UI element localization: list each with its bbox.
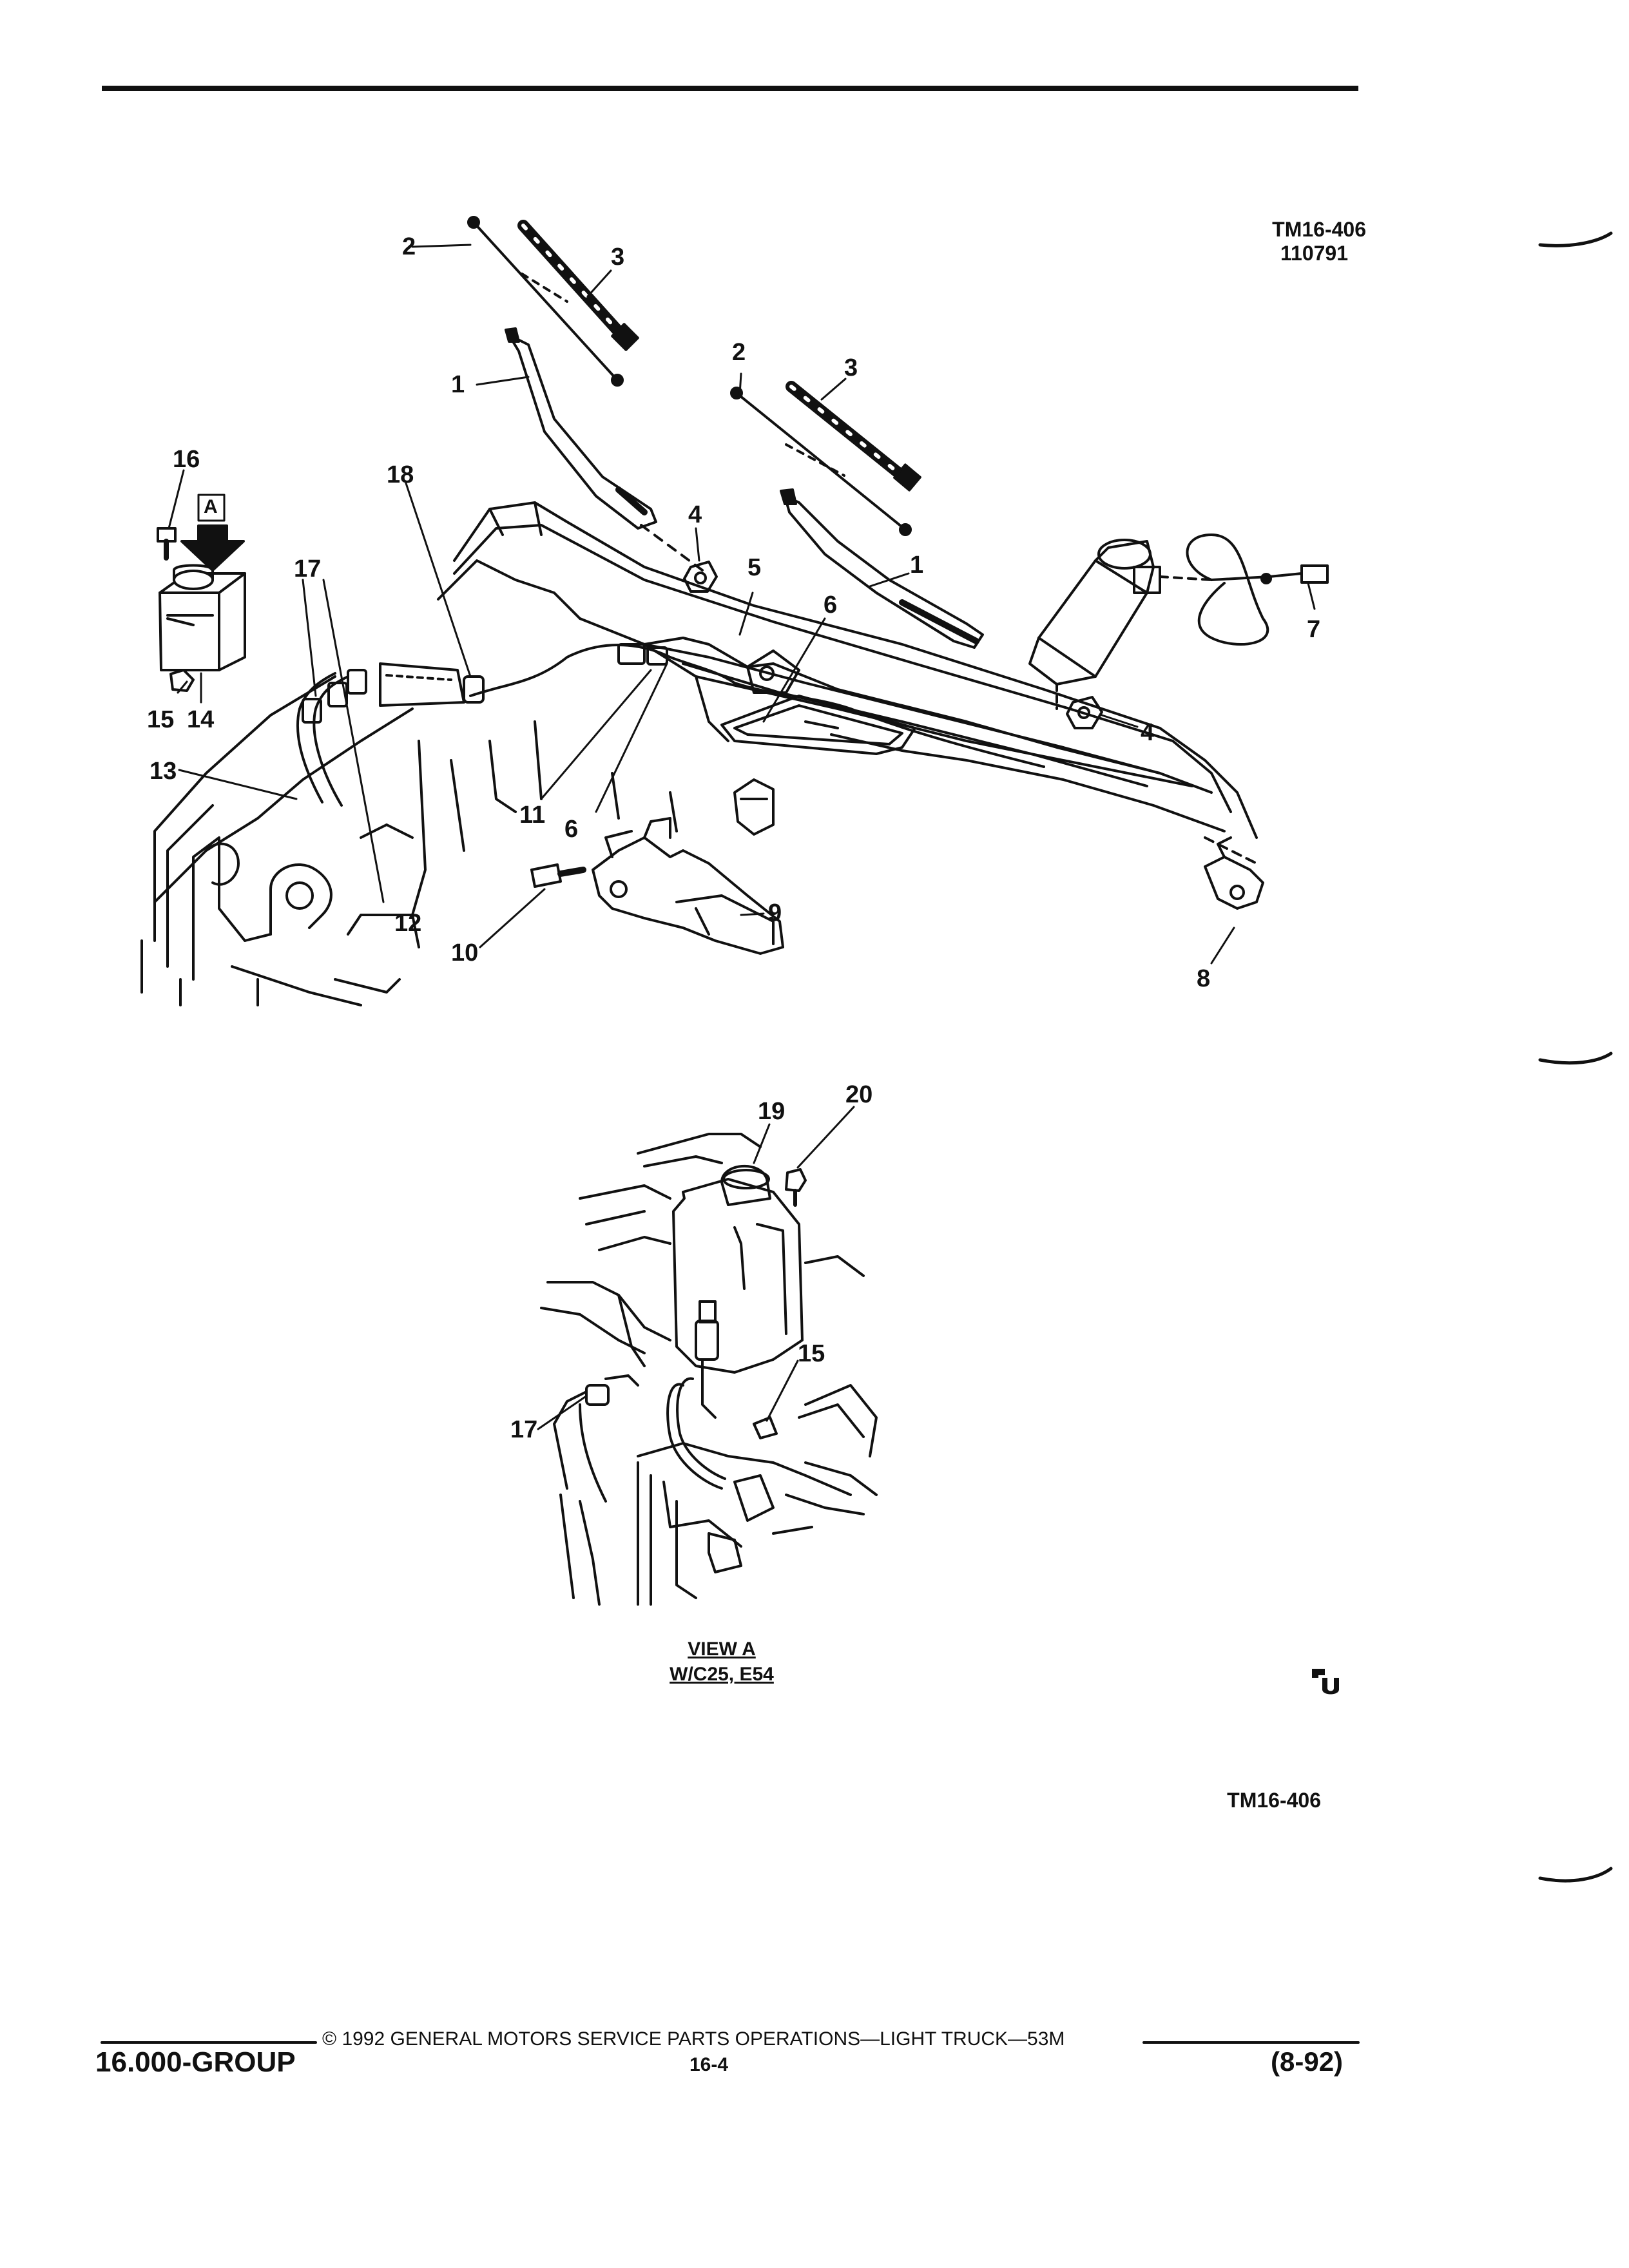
view-a-box: [197, 494, 226, 522]
pivot-nut-left: [683, 561, 718, 593]
callout-17: 17: [510, 1416, 538, 1443]
callout-11: 11: [519, 802, 546, 829]
view-a-inset: [537, 1106, 878, 1606]
hose-connector-18: [379, 662, 485, 707]
view-a-subtitle: W/C25, E54: [670, 1664, 774, 1685]
wiper-linkage: [643, 637, 1226, 832]
callout-7: 7: [1307, 616, 1321, 643]
callout-1: 1: [910, 552, 924, 579]
wiper-blade-right: [730, 387, 912, 536]
pivot-bracket: [1204, 836, 1264, 910]
view-a-box-label: A: [204, 496, 218, 517]
footer-page-number: 16-4: [689, 2054, 729, 2075]
callout-6: 6: [824, 591, 838, 619]
wiper-arm-right: [780, 488, 984, 649]
callout-leaders: [168, 244, 1316, 965]
callout-2: 2: [402, 233, 416, 260]
footer-copyright: © 1992 GENERAL MOTORS SERVICE PARTS OPER…: [322, 2028, 1065, 2050]
wiper-blade-left: [467, 216, 624, 387]
view-a-title: VIEW A: [688, 1639, 756, 1660]
binding-marks: [1538, 231, 1613, 1883]
hose-connector: [617, 643, 668, 666]
washer-reservoir: [159, 564, 246, 671]
callout-20: 20: [845, 1081, 873, 1108]
callout-14: 14: [187, 706, 215, 733]
figure-code-date: 110791: [1280, 241, 1348, 265]
callout-19: 19: [758, 1098, 786, 1125]
leader-dash: [640, 524, 704, 572]
view-a-caption: VIEW A W/C25, E54: [644, 1637, 799, 1687]
callout-15: 15: [147, 706, 175, 733]
callout-9: 9: [768, 899, 782, 927]
callout-4: 4: [688, 501, 702, 528]
figure-code-top: TM16-406 110791: [1192, 218, 1366, 265]
wiper-blade-insert-right: [786, 381, 921, 492]
callout-17: 17: [294, 555, 322, 582]
callout-18: 18: [387, 461, 414, 488]
callout-8: 8: [1197, 965, 1211, 992]
washer-pump-motor: [1028, 539, 1161, 710]
callout-3: 3: [844, 354, 858, 381]
wiper-blade-insert-left: [517, 220, 639, 351]
bolt-16: [157, 527, 177, 561]
nut-15: [169, 669, 195, 692]
footer-date-code: (8-92): [1271, 2046, 1344, 2077]
linkage-bracket: [733, 778, 775, 836]
callout-2: 2: [732, 339, 746, 366]
gm-logo: [1308, 1666, 1343, 1696]
hose-clip-pair: [302, 669, 367, 724]
wiring-harness-loop: [1159, 533, 1329, 646]
callout-12: 12: [394, 910, 422, 937]
cowl-panel: [437, 501, 1258, 839]
wiper-motor: [592, 817, 784, 955]
footer-group: 16.000-GROUP: [95, 2046, 296, 2078]
gm-logo-mark: [1312, 1669, 1339, 1695]
top-rule: [102, 86, 1358, 91]
callout-1: 1: [451, 371, 465, 398]
figure-code-bottom: TM16-406: [1227, 1789, 1321, 1812]
callout-6: 6: [564, 816, 579, 843]
view-direction-arrow: [180, 524, 245, 572]
leader-dash-2: [1204, 836, 1258, 865]
left-fender-structure: [140, 675, 678, 1006]
callout-15: 15: [798, 1340, 825, 1367]
callout-3: 3: [611, 244, 625, 271]
figure-code: TM16-406: [1272, 218, 1366, 241]
callout-5: 5: [747, 554, 762, 581]
motor-mount-bolt: [530, 863, 586, 888]
callout-4: 4: [1141, 719, 1155, 746]
callout-16: 16: [173, 446, 200, 473]
callout-13: 13: [149, 758, 177, 785]
callout-10: 10: [451, 939, 479, 966]
wiper-arm-left: [505, 327, 657, 530]
